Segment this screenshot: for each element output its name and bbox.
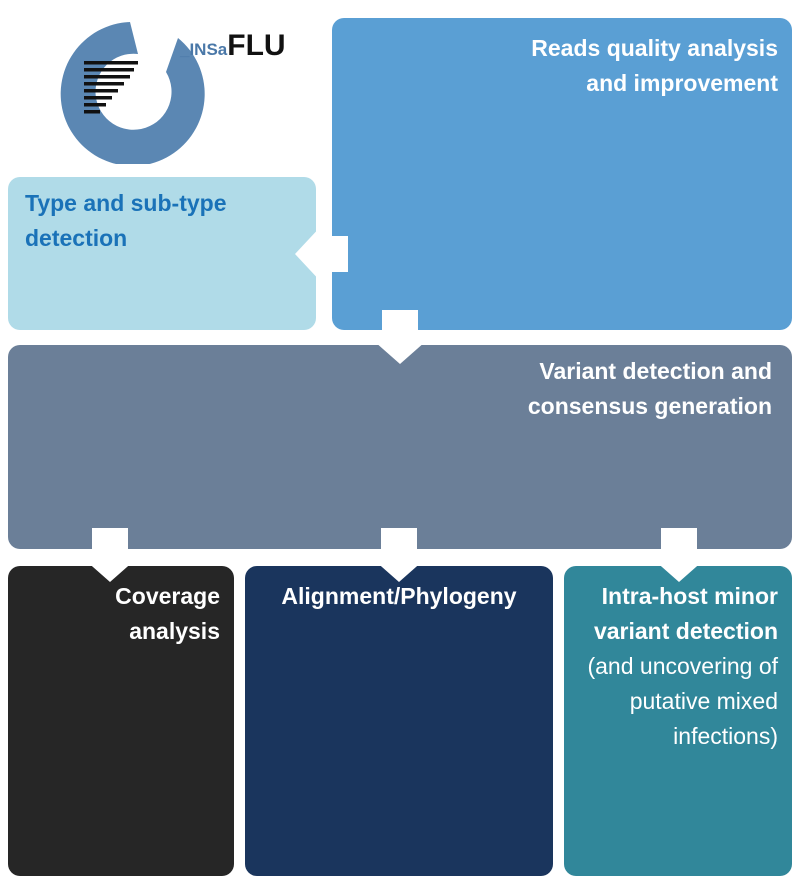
intrahost-box: Intra-host minor variant detection (and … — [564, 566, 792, 876]
reads-quality-box: Reads quality analysis and improvement — [332, 18, 792, 330]
insaflu-logo: _INSaFLU — [38, 14, 318, 166]
down-arrow-icon — [366, 310, 434, 364]
logo-prefix: _INSa — [180, 40, 228, 59]
reads-quality-label: Reads quality analysis and improvement — [531, 35, 778, 96]
down-arrow-icon — [365, 528, 433, 582]
coverage-label: Coverage analysis — [115, 583, 220, 644]
type-subtype-label: Type and sub-type detection — [25, 190, 227, 251]
coverage-box: Coverage analysis — [8, 566, 234, 876]
alignment-box: Alignment/Phylogeny — [245, 566, 553, 876]
alignment-label: Alignment/Phylogeny — [281, 583, 517, 609]
insaflu-emblem-icon — [60, 22, 205, 166]
logo-brand: FLU — [227, 29, 286, 62]
down-arrow-icon — [76, 528, 144, 582]
type-subtype-box: Type and sub-type detection — [8, 177, 316, 330]
left-arrow-icon — [295, 224, 348, 284]
variant-detection-box: Variant detection and consensus generati… — [8, 345, 792, 549]
variant-detection-label: Variant detection and consensus generati… — [527, 358, 772, 419]
intrahost-label: Intra-host minor variant detection (and … — [587, 583, 778, 749]
down-arrow-icon — [645, 528, 713, 582]
